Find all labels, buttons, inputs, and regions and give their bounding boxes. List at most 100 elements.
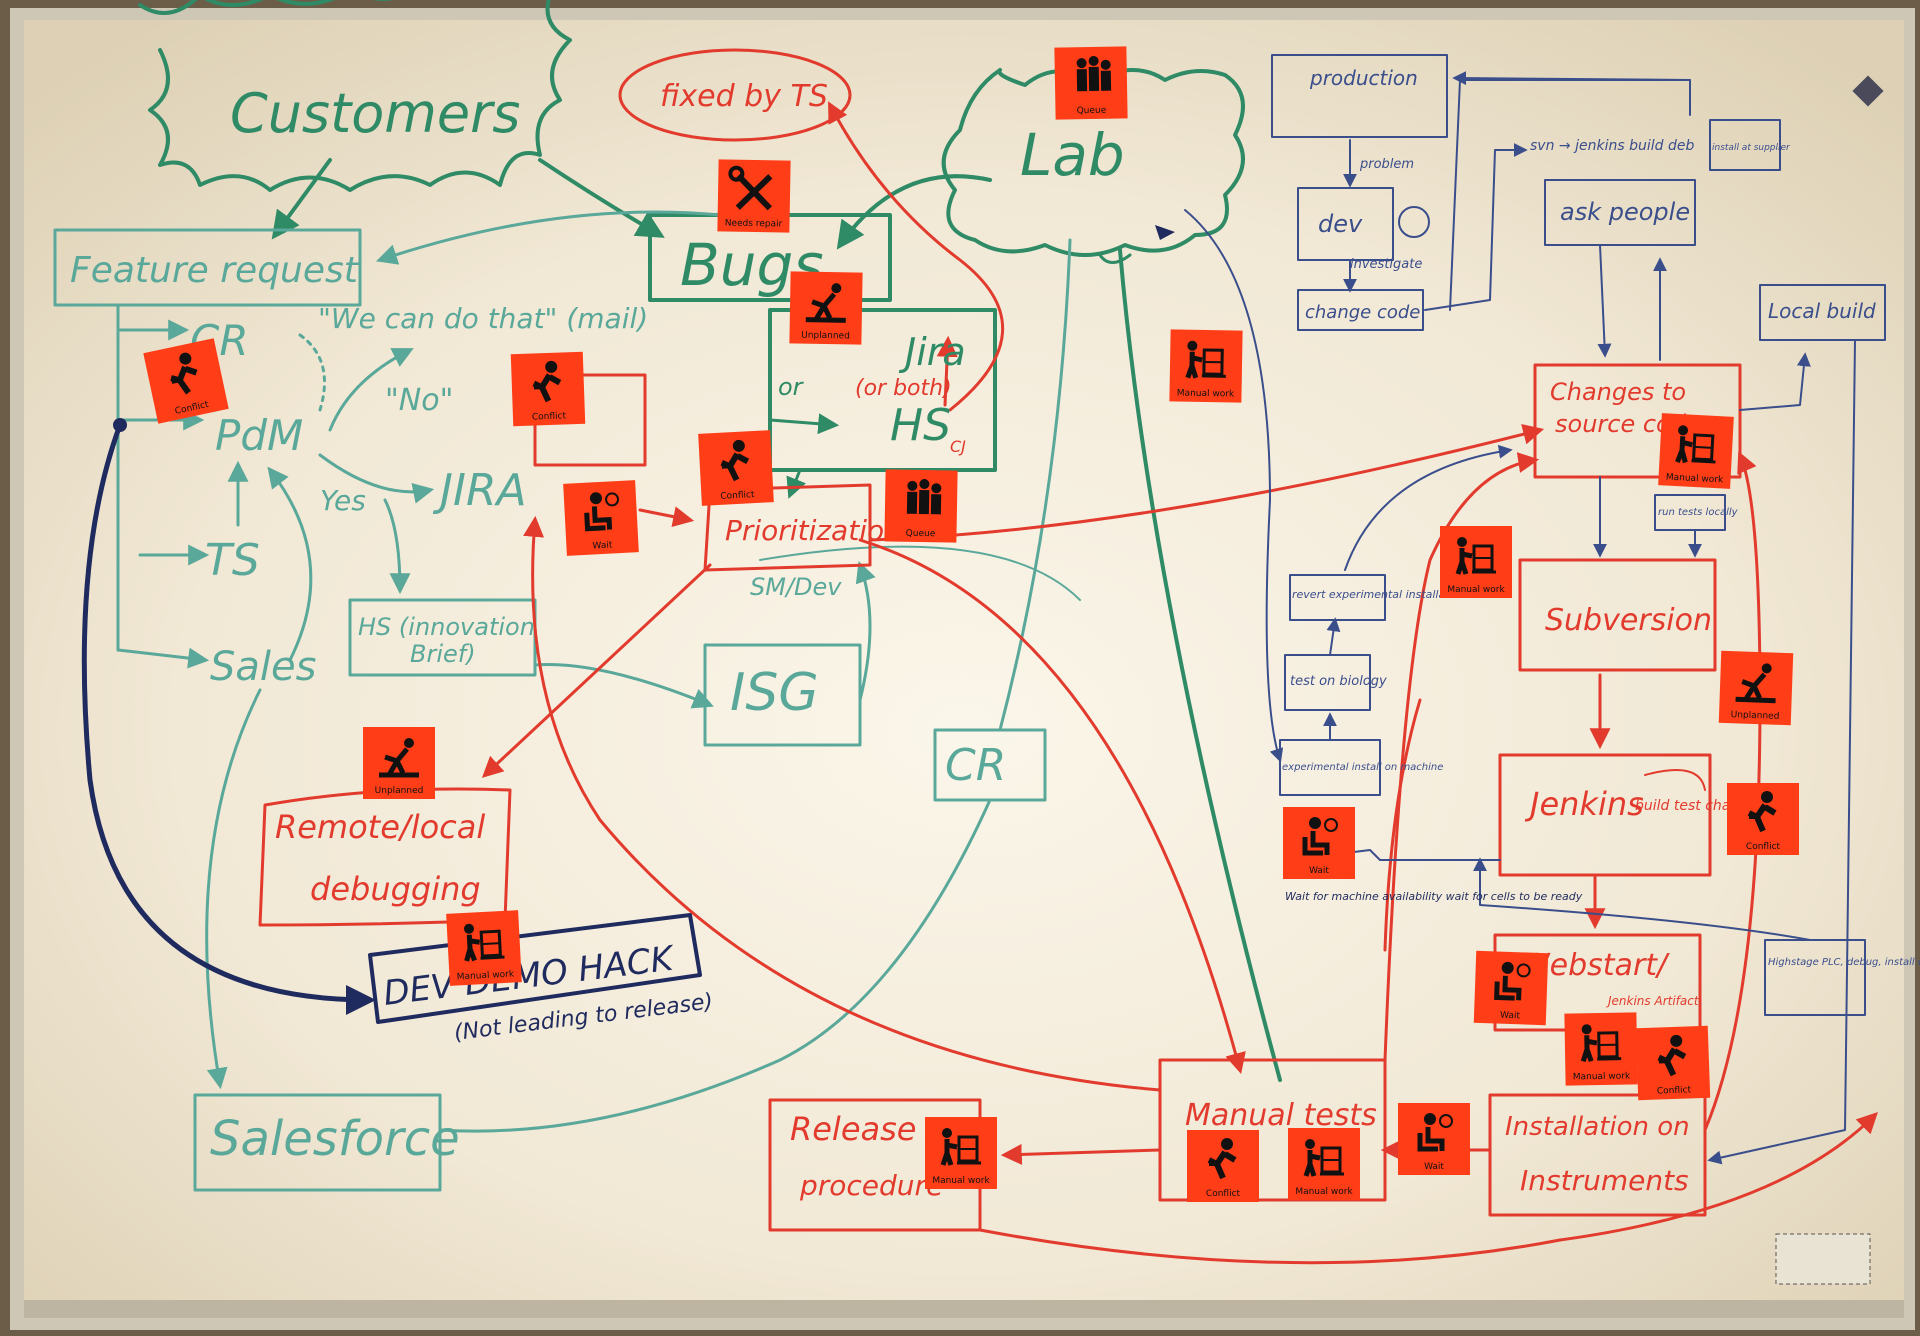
lab-label: Lab	[1020, 121, 1125, 189]
sticky-note-wait: Wait	[563, 480, 639, 556]
ask-to-source	[1597, 244, 1612, 358]
subversion-box	[1518, 558, 1717, 672]
sticky-note-unplanned: Unplanned	[789, 271, 863, 345]
change-code-box	[1297, 289, 1424, 331]
yes-to-hs-arrow	[383, 498, 411, 595]
sticky-note-conflict: Conflict	[1727, 783, 1799, 855]
sticky-note-label: Conflict	[1657, 1085, 1692, 1096]
lab-blue-line	[1184, 209, 1284, 763]
sticky-note-manual-work: Manual work	[1564, 1012, 1638, 1086]
salesforce-box	[193, 1093, 442, 1192]
customers-to-bugs-arrow	[538, 158, 665, 238]
sticky-note-label: Queue	[906, 529, 936, 540]
sticky-note-manual-work: Manual work	[925, 1117, 997, 1189]
yes-label: Yes	[320, 484, 366, 517]
hs-jira-up-arrow	[936, 335, 958, 407]
change-to-svn	[1424, 143, 1528, 311]
highstage-box	[1764, 939, 1866, 1016]
local-build-box	[1759, 284, 1886, 341]
jira-hs-box	[768, 308, 997, 472]
sticky-note-label: Wait	[592, 540, 613, 551]
release-label: Release	[790, 1110, 916, 1148]
highstage-label: Highstage PLC, debug, install etc.	[1768, 957, 1920, 968]
sales-label: Sales	[210, 644, 316, 690]
unplanned-icon	[1735, 663, 1776, 704]
sticky-note-label: Manual work	[1666, 472, 1725, 485]
prio-box	[703, 483, 872, 572]
lab-to-bugs-arrow	[836, 174, 992, 250]
prio-to-manual-arrow	[858, 538, 1246, 1075]
sticky-note-manual-work: Manual work	[1288, 1128, 1360, 1200]
revert-to-source	[1344, 444, 1513, 571]
sticky-note-paper	[1635, 1025, 1711, 1101]
cr-up-line	[998, 238, 1072, 732]
feature-request-label: Feature request	[70, 250, 360, 291]
sticky-note-wait: Wait	[1398, 1103, 1470, 1175]
brief-label: Brief)	[410, 640, 476, 668]
ask-people-label: ask people	[1560, 198, 1690, 226]
hs-to-fixed-by-ts-arrow	[828, 101, 1005, 412]
production-box	[1271, 54, 1448, 138]
sticky-note-queue: Queue	[884, 469, 958, 543]
sticky-note-label: Conflict	[1206, 1189, 1241, 1199]
sticky-note-paper	[1658, 413, 1734, 489]
conflict-icon	[1207, 1138, 1237, 1180]
run-tests-box	[1654, 494, 1726, 531]
sticky-note-conflict: Conflict	[1635, 1025, 1711, 1101]
queue-icon	[1076, 55, 1112, 92]
manual-up-to-source	[1383, 452, 1540, 1062]
unplanned-icon	[805, 283, 846, 323]
ask-people-box	[1544, 179, 1696, 246]
dev-demo-box	[368, 913, 702, 1024]
sticky-note-paper	[925, 1117, 997, 1189]
cr-mid-to-salesforce	[438, 798, 992, 1133]
instruments-label: Instruments	[1520, 1164, 1689, 1197]
sticky-note-label: Manual work	[1295, 1187, 1353, 1197]
sticky-note-manual-work: Manual work	[1658, 413, 1734, 489]
sales-up-curve	[267, 466, 313, 662]
prioritization-label: Prioritization	[725, 514, 902, 547]
manual-work-icon	[1580, 1024, 1622, 1063]
jenkins-box	[1498, 753, 1712, 877]
jira-green-label: Jira	[898, 330, 966, 374]
sm-dev-label: SM/Dev	[750, 573, 842, 601]
sticky-note-paper	[510, 351, 586, 427]
conflict-icon	[532, 360, 562, 403]
sticky-note-label: Conflict	[720, 490, 755, 502]
isg-to-prio-arrow	[855, 561, 876, 702]
manual-work-icon	[1185, 340, 1226, 379]
sticky-note-conflict: Conflict	[510, 351, 586, 427]
or-both-label: (or both)	[855, 376, 952, 401]
wait-icon	[1302, 817, 1338, 856]
or-label: or	[778, 373, 805, 401]
sticky-note-conflict: Conflict	[1187, 1130, 1259, 1202]
dev-box	[1297, 187, 1394, 261]
investigate-label: investigate	[1350, 257, 1422, 272]
experimental-label: experimental install on machine	[1282, 762, 1443, 773]
isg-loop-line	[759, 545, 1081, 601]
feature-request-box	[53, 228, 362, 307]
remote-local-label: Remote/local	[275, 808, 485, 846]
lab-connector-green	[1098, 253, 1132, 264]
lab-triangle	[1155, 225, 1175, 240]
hs-innovation-label: HS (innovation	[358, 613, 535, 641]
wait-machine-label: Wait for machine availability wait for c…	[1285, 890, 1583, 903]
sticky-note-wait: Wait	[1283, 807, 1355, 879]
we-can-do-that-label: "We can do that" (mail)	[318, 302, 648, 335]
pdm-to-jira-arrow	[318, 453, 435, 504]
sales-to-salesforce-arrow	[205, 688, 262, 1090]
cr-mid-label: CR	[945, 740, 1006, 791]
dev-demo-curve	[81, 422, 376, 1015]
manual-tests-label: Manual tests	[1185, 1098, 1377, 1133]
sticky-note-label: Unplanned	[801, 331, 850, 342]
sticky-note-manual-work: Manual work	[446, 910, 522, 986]
cj-label: CJ	[950, 437, 966, 456]
manual-work-icon	[463, 923, 505, 962]
dev-label: dev	[1318, 210, 1363, 238]
sticky-note-label: Needs repair	[725, 218, 783, 229]
sticky-note-conflict: Conflict	[698, 430, 774, 506]
build-test-scribble	[1644, 769, 1706, 791]
needs-repair-icon	[728, 165, 773, 211]
mid-up-to-source	[1383, 698, 1422, 952]
sticky-note-label: Conflict	[1746, 842, 1781, 852]
